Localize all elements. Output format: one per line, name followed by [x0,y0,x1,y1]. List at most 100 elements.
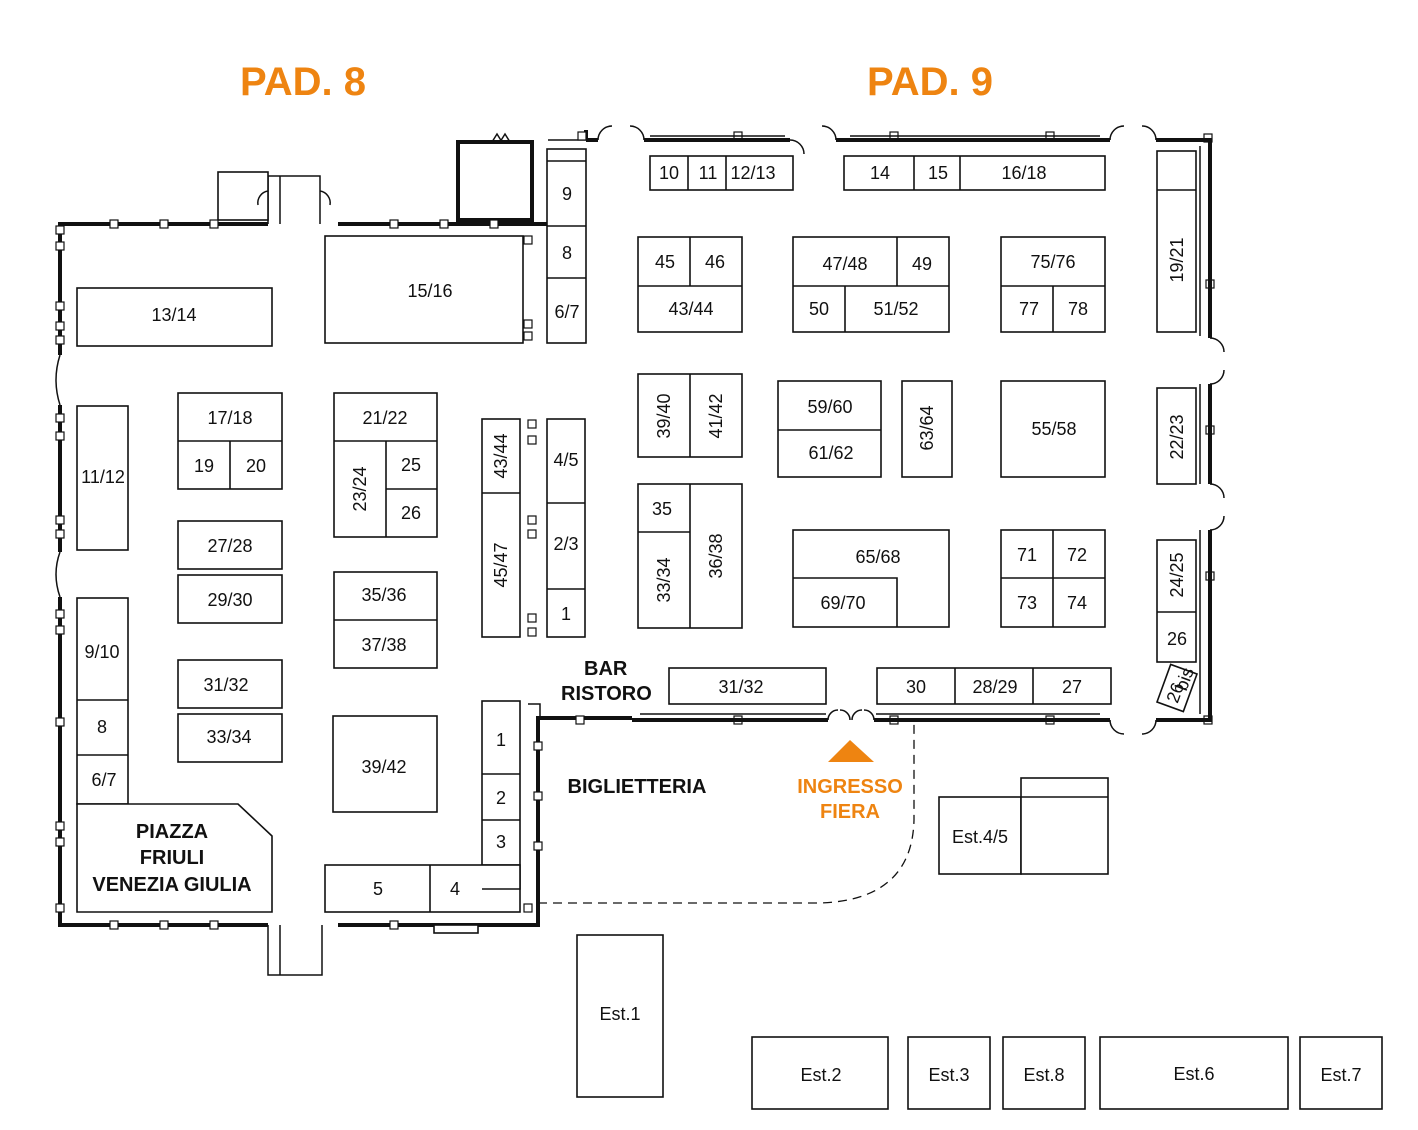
booth-label: Est.7 [1320,1065,1361,1085]
booth-label: 22/23 [1167,414,1187,459]
booth-external[interactable] [1002,1036,1086,1110]
booth-label[interactable]: 25 [401,455,421,475]
booth-label[interactable]: 4/5 [553,450,578,470]
booth-label[interactable]: 51/52 [873,299,918,319]
booth-label[interactable]: 73 [1017,593,1037,613]
entrance-label: INGRESSO [797,776,903,798]
booth[interactable] [177,520,283,570]
booth-label[interactable]: 17/18 [207,408,252,428]
booth-label[interactable]: 16/18 [1001,163,1046,183]
piazza-area [76,803,273,913]
booth[interactable] [332,715,438,813]
booth-label[interactable]: 49 [912,254,932,274]
booth-label[interactable]: 33/34 [654,557,674,602]
booth-label[interactable]: 20 [246,456,266,476]
booth[interactable] [1156,387,1197,485]
booth-label[interactable]: 9 [562,184,572,204]
booth-label[interactable]: 45/47 [491,542,511,587]
booth[interactable] [901,380,953,478]
booth-label[interactable]: 65/68 [855,547,900,567]
booth-label[interactable]: 24/25 [1167,552,1187,597]
booth-label[interactable]: 26 [401,503,421,523]
booth-label[interactable]: 4 [450,879,460,899]
booth-label[interactable]: 69/70 [820,593,865,613]
booth[interactable] [177,659,283,709]
booth[interactable] [324,235,524,344]
booth-label[interactable]: 2 [496,788,506,808]
booth-label: 13/14 [151,305,196,325]
booth-label[interactable]: 41/42 [706,393,726,438]
booth-label[interactable]: 1 [496,730,506,750]
booth-label[interactable]: 5 [373,879,383,899]
booth-external[interactable] [938,796,1022,875]
booth-external[interactable] [1299,1036,1383,1110]
booth-label[interactable]: 78 [1068,299,1088,319]
booth-label[interactable]: 72 [1067,545,1087,565]
booth-label[interactable]: 2/3 [553,534,578,554]
booth[interactable] [76,287,273,347]
booth[interactable] [177,574,283,624]
booth-label[interactable]: 46 [705,252,725,272]
booth-label[interactable]: 1 [561,604,571,624]
booth[interactable] [668,667,827,705]
booth-label[interactable]: 19/21 [1167,237,1187,282]
booth-label[interactable]: 12/13 [730,163,775,183]
booth-group [481,700,521,890]
booth-label[interactable]: 6/7 [554,302,579,322]
booth-label[interactable]: 14 [870,163,890,183]
booth-label[interactable]: 74 [1067,593,1087,613]
booth-label[interactable]: 10 [659,163,679,183]
booth-label[interactable]: 35 [652,499,672,519]
booth-group [481,418,521,638]
booth-label[interactable]: 9/10 [84,642,119,662]
booth-label[interactable]: 6/7 [91,770,116,790]
booth-label[interactable]: 36/38 [706,533,726,578]
booth-label[interactable]: 35/36 [361,585,406,605]
booth-label[interactable]: 27 [1062,677,1082,697]
booth-external[interactable] [751,1036,889,1110]
booth-label[interactable]: 47/48 [822,254,867,274]
booth-label[interactable]: 71 [1017,545,1037,565]
booth-label[interactable]: 39/40 [654,393,674,438]
piazza-label: VENEZIA GIULIA [92,874,251,896]
booth-label[interactable]: 3 [496,832,506,852]
booth-label[interactable]: 8 [562,243,572,263]
booth-label[interactable]: 19 [194,456,214,476]
booth-external[interactable] [576,934,664,1098]
external-booths: Est.4/5 Est.1 Est.2 Est.3 Est.8 Est.6 Es… [576,777,1383,1110]
booth-label[interactable]: 59/60 [807,397,852,417]
booth-label[interactable]: 37/38 [361,635,406,655]
booth-label: 11/12 [81,467,125,487]
booth-label[interactable]: 8 [97,717,107,737]
booth[interactable] [1000,380,1106,478]
booth-label: 15/16 [407,281,452,301]
booth-label[interactable]: 45 [655,252,675,272]
booth-26bis[interactable]: 26 bis [1155,662,1199,713]
booth-label: 55/58 [1031,419,1076,439]
booth-label[interactable]: 61/62 [808,443,853,463]
booth-label: 31/32 [718,677,763,697]
booth-label[interactable]: 43/44 [668,299,713,319]
booth-label[interactable]: 11 [699,163,718,183]
booth-label[interactable]: 75/76 [1030,252,1075,272]
booth-label[interactable]: 50 [809,299,829,319]
bar-ristoro-label: RISTORO [561,683,652,705]
pad8-booths: 13/14 15/16 9 8 6/7 11/12 17/18 19 20 21… [76,148,587,913]
booth-external[interactable] [1099,1036,1289,1110]
booth-label[interactable]: 21/22 [362,408,407,428]
booth[interactable] [76,405,129,551]
pad9-walls [586,125,1225,735]
pavilion-9-title: PAD. 9 [867,60,993,104]
booth-external[interactable] [907,1036,991,1110]
booth-label[interactable]: 15 [928,163,948,183]
booth-label[interactable]: 26 [1167,629,1187,649]
booth-label: 39/42 [361,757,406,777]
booth-label[interactable]: 77 [1019,299,1039,319]
booth-label[interactable]: 43/44 [491,433,511,478]
booth-label[interactable]: 23/24 [350,466,370,511]
booth-label: Est.4/5 [952,827,1008,847]
booth-label[interactable]: 30 [906,677,926,697]
booth[interactable] [177,713,283,763]
booth-label[interactable]: 28/29 [972,677,1017,697]
